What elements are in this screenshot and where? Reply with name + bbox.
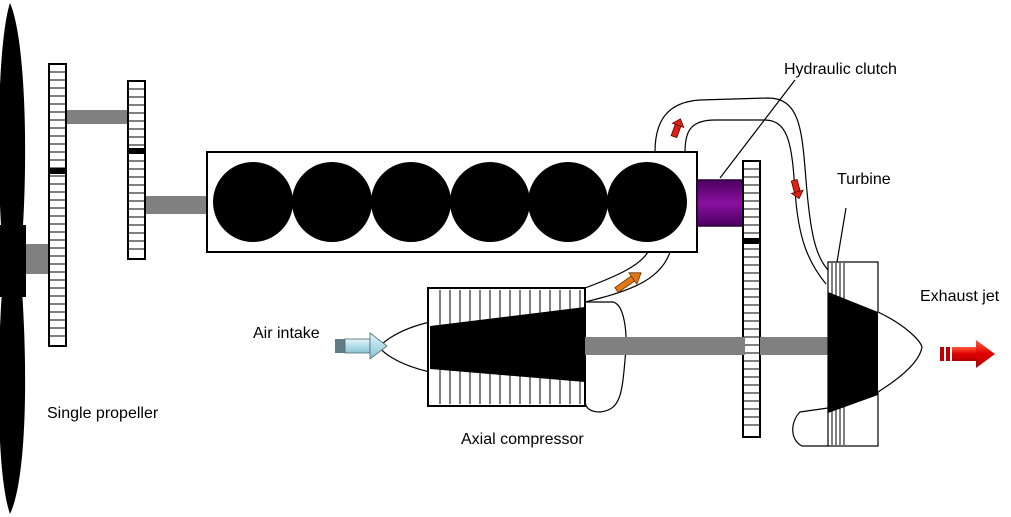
cylinder-6: [607, 162, 687, 242]
cylinder-4: [450, 162, 530, 242]
compressor-nose-cone: [379, 321, 431, 373]
cylinder-3: [371, 162, 451, 242]
propeller-shaft: [26, 244, 50, 274]
hydraulic-clutch-label: Hydraulic clutch: [784, 61, 897, 78]
propeller-hub: [0, 225, 26, 297]
turbine-shaft: [760, 337, 828, 355]
cylinder-5: [528, 162, 608, 242]
turbine: [792, 261, 923, 447]
upper-gear-shaft: [66, 110, 128, 124]
hydraulic-clutch: [696, 179, 744, 227]
piston-engine: [206, 151, 698, 253]
intake-duct: [584, 251, 671, 303]
single-propeller-label: Single propeller: [47, 405, 159, 422]
compressor-rotor: [430, 307, 585, 382]
propeller: [0, 3, 26, 514]
main-shaft: [585, 337, 745, 355]
axial-compressor: [427, 287, 627, 413]
exhaust-flow-arrow-down: [790, 178, 804, 200]
turbine-gear: [742, 160, 761, 438]
exhaust-jet-arrow: [940, 340, 995, 368]
exhaust-duct: [654, 97, 831, 285]
turbine-outlet-scroll: [792, 407, 829, 447]
axial-compressor-label: Axial compressor: [461, 431, 584, 448]
turbine-rotor: [828, 292, 878, 413]
exhaust-flow-arrow-up: [670, 118, 685, 139]
cylinder-1: [213, 162, 293, 242]
exhaust-jet-label: Exhaust jet: [920, 288, 1000, 305]
turbine-tail-cone: [877, 311, 923, 393]
turbine-leader-line: [836, 207, 847, 263]
compressor-outlet-scroll: [584, 301, 627, 413]
clutch-leader-line: [719, 79, 796, 179]
propeller-blade-lower: [0, 290, 26, 514]
compressed-air-arrow: [614, 272, 642, 294]
air-intake-arrow: [335, 332, 388, 360]
propeller-gear: [48, 63, 67, 347]
turbine-label: Turbine: [837, 171, 891, 188]
propeller-blade-upper: [0, 3, 26, 240]
intermediate-gear: [127, 80, 146, 260]
air-intake-label: Air intake: [253, 325, 320, 342]
cylinder-2: [292, 162, 372, 242]
engine-input-shaft: [145, 196, 207, 214]
